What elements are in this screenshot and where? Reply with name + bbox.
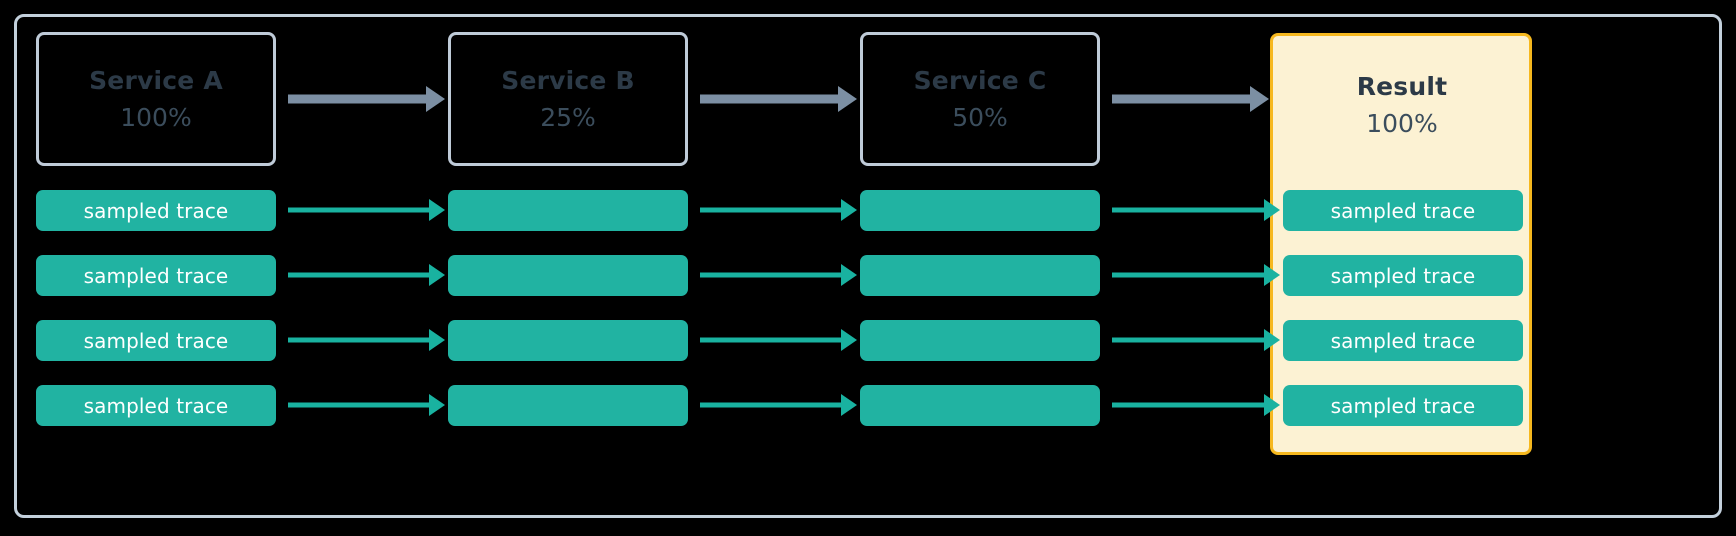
- stage-box-result[interactable]: Result 100%: [1282, 50, 1522, 160]
- arrow-shaft: [1112, 94, 1250, 104]
- stage-percent: 25%: [540, 102, 596, 132]
- arrow-head: [841, 199, 857, 221]
- trace-box[interactable]: [860, 190, 1100, 231]
- arrow-head: [429, 394, 445, 416]
- arrow-head: [838, 86, 857, 112]
- stage-title: Service B: [501, 66, 635, 95]
- trace-box[interactable]: sampled trace: [36, 190, 276, 231]
- arrow-head: [841, 329, 857, 351]
- trace-box[interactable]: [860, 385, 1100, 426]
- arrow-head: [1264, 394, 1280, 416]
- arrow-shaft: [288, 402, 429, 408]
- trace-box[interactable]: [448, 255, 688, 296]
- arrow-shaft: [1112, 337, 1264, 343]
- arrow-shaft: [288, 94, 426, 104]
- stage-title: Result: [1356, 72, 1448, 101]
- arrow-shaft: [1112, 207, 1264, 213]
- trace-box[interactable]: [448, 385, 688, 426]
- arrow-shaft: [288, 272, 429, 278]
- arrow-shaft: [700, 337, 841, 343]
- arrow-head: [1250, 86, 1269, 112]
- trace-box[interactable]: [860, 255, 1100, 296]
- arrow-shaft: [700, 94, 838, 104]
- result-highlight-panel: [1270, 33, 1532, 455]
- arrow-head: [1264, 199, 1280, 221]
- trace-box[interactable]: [860, 320, 1100, 361]
- arrow-head: [429, 329, 445, 351]
- arrow-head: [841, 394, 857, 416]
- arrow-shaft: [288, 207, 429, 213]
- arrow-shaft: [1112, 272, 1264, 278]
- trace-box[interactable]: sampled trace: [36, 320, 276, 361]
- trace-box[interactable]: sampled trace: [1283, 255, 1523, 296]
- arrow-shaft: [1112, 402, 1264, 408]
- trace-box[interactable]: sampled trace: [36, 255, 276, 296]
- trace-box[interactable]: [448, 320, 688, 361]
- arrow-head: [426, 86, 445, 112]
- trace-box[interactable]: sampled trace: [36, 385, 276, 426]
- arrow-head: [1264, 264, 1280, 286]
- arrow-head: [841, 264, 857, 286]
- stage-box-service-a[interactable]: Service A 100%: [36, 32, 276, 166]
- stage-percent: 50%: [952, 102, 1008, 132]
- arrow-head: [429, 264, 445, 286]
- arrow-head: [429, 199, 445, 221]
- stage-title: Service C: [913, 66, 1047, 95]
- trace-box[interactable]: sampled trace: [1283, 320, 1523, 361]
- stage-box-service-b[interactable]: Service B 25%: [448, 32, 688, 166]
- trace-box[interactable]: [448, 190, 688, 231]
- arrow-shaft: [700, 402, 841, 408]
- trace-box[interactable]: sampled trace: [1283, 190, 1523, 231]
- stage-title: Service A: [89, 66, 223, 95]
- stage-percent: 100%: [120, 102, 192, 132]
- stage-percent: 100%: [1366, 108, 1438, 138]
- arrow-shaft: [700, 207, 841, 213]
- arrow-shaft: [288, 337, 429, 343]
- trace-box[interactable]: sampled trace: [1283, 385, 1523, 426]
- arrow-shaft: [700, 272, 841, 278]
- arrow-head: [1264, 329, 1280, 351]
- stage-box-service-c[interactable]: Service C 50%: [860, 32, 1100, 166]
